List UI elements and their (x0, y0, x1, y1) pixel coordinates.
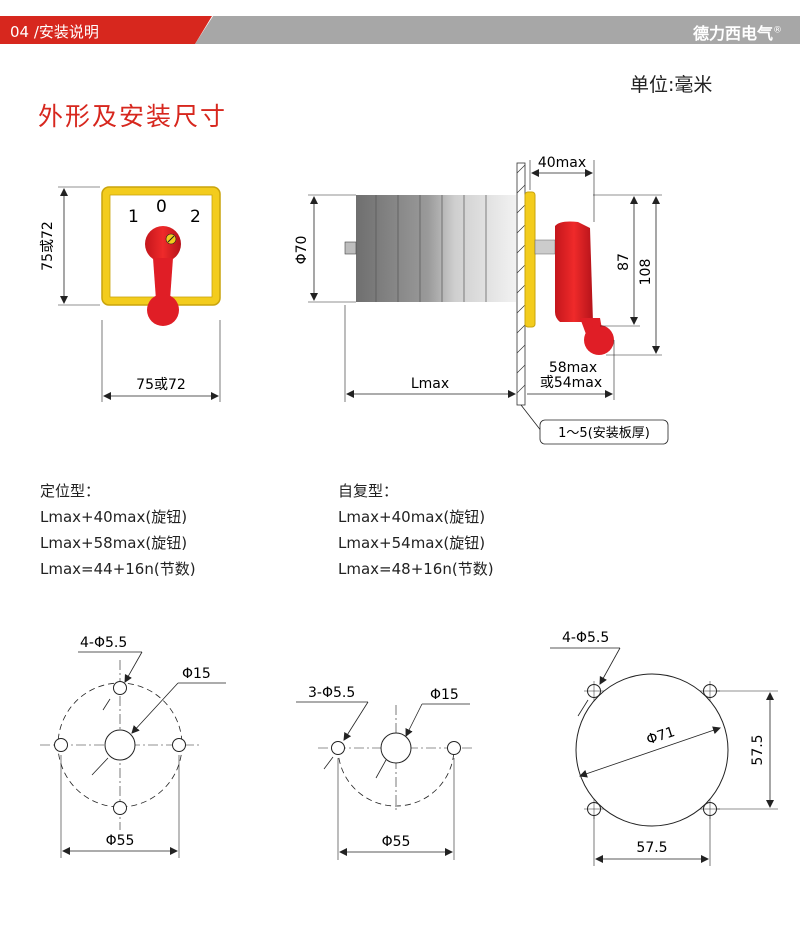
rear-terminal (344, 241, 357, 255)
lmax-dim: Lmax (411, 376, 449, 392)
hole-count-dim-3: 4-Φ5.5 (562, 630, 609, 646)
vertical-spacing-dim: 57.5 (750, 734, 766, 765)
side-knob (555, 221, 593, 322)
notes-line: Lmax+40max(旋钮) (40, 508, 188, 526)
notes-line: Lmax+54max(旋钮) (338, 534, 486, 552)
notes-heading: 自复型： (338, 482, 399, 500)
front-view: 1 0 2 75或72 75或72 (40, 186, 221, 402)
section-label: 04 /安装说明 (10, 23, 99, 41)
notes-line: Lmax+40max(旋钮) (338, 508, 486, 526)
switch-body (356, 195, 516, 302)
front-width-dim: 75或72 (136, 377, 186, 393)
center-hole-dim-1: Φ15 (182, 666, 211, 682)
knob-position-2: 2 (190, 207, 201, 227)
unit-label: 单位:毫米 (630, 74, 713, 96)
height-108-dim: 108 (638, 259, 654, 286)
registered-mark: ® (773, 25, 782, 36)
pcd-dim-2: Φ55 (382, 834, 411, 850)
knob-depth-alt-dim-2: 或54max (540, 375, 602, 391)
knob-hub (145, 226, 181, 262)
panel-thickness-box (539, 419, 669, 445)
header-gray-band (195, 16, 800, 44)
notes-return-type: 自复型： Lmax+40max(旋钮) Lmax+54max(旋钮) Lmax=… (338, 478, 494, 582)
knob-depth-alt-dim-1: 58max (549, 360, 597, 376)
brand-name: 德力西电气® (692, 24, 782, 43)
hole-pattern-square: Φ71 4-Φ5.5 57.5 57.5 (550, 630, 778, 866)
header-red-tab (0, 16, 212, 44)
hole-pattern-3-hole: 3-Φ5.5 Φ15 Φ55 (296, 685, 474, 860)
center-hole-dim-2: Φ15 (430, 687, 459, 703)
front-height-dim: 75或72 (40, 221, 56, 271)
hole-count-dim-2: 3-Φ5.5 (308, 685, 355, 701)
notes-line: Lmax+58max(旋钮) (40, 534, 188, 552)
knob-position-1: 1 (128, 207, 139, 227)
knob-position-0: 0 (156, 197, 167, 217)
notes-line: Lmax=48+16n(节数) (338, 560, 494, 578)
knob-handle (153, 258, 173, 300)
knob-shaft (534, 239, 556, 255)
front-bezel (524, 191, 536, 328)
horizontal-spacing-dim: 57.5 (636, 840, 667, 856)
height-87-dim: 87 (616, 253, 632, 271)
pcd-dim-1: Φ55 (106, 833, 135, 849)
panel-thickness-label: 1～5(安装板厚) (558, 426, 650, 441)
side-knob-tip (584, 325, 614, 355)
hole-pattern-4-hole: 4-Φ5.5 Φ15 Φ55 (40, 635, 226, 858)
side-view: Φ70 40max 87 108 Lmax 58max 或54max 1～5(安… (294, 155, 669, 445)
hole-count-dim-1: 4-Φ5.5 (80, 635, 127, 651)
header-bar: 04 /安装说明 德力西电气® (0, 0, 800, 44)
notes-fixed-type: 定位型： Lmax+40max(旋钮) Lmax+58max(旋钮) Lmax=… (40, 478, 196, 582)
notes-line: Lmax=44+16n(节数) (40, 560, 196, 578)
knob-depth-dim: 40max (538, 155, 586, 171)
notes-heading: 定位型： (40, 482, 101, 500)
knob-tip (147, 294, 179, 326)
diameter-70-dim: Φ70 (294, 236, 310, 265)
page-title: 外形及安装尺寸 (38, 102, 228, 131)
